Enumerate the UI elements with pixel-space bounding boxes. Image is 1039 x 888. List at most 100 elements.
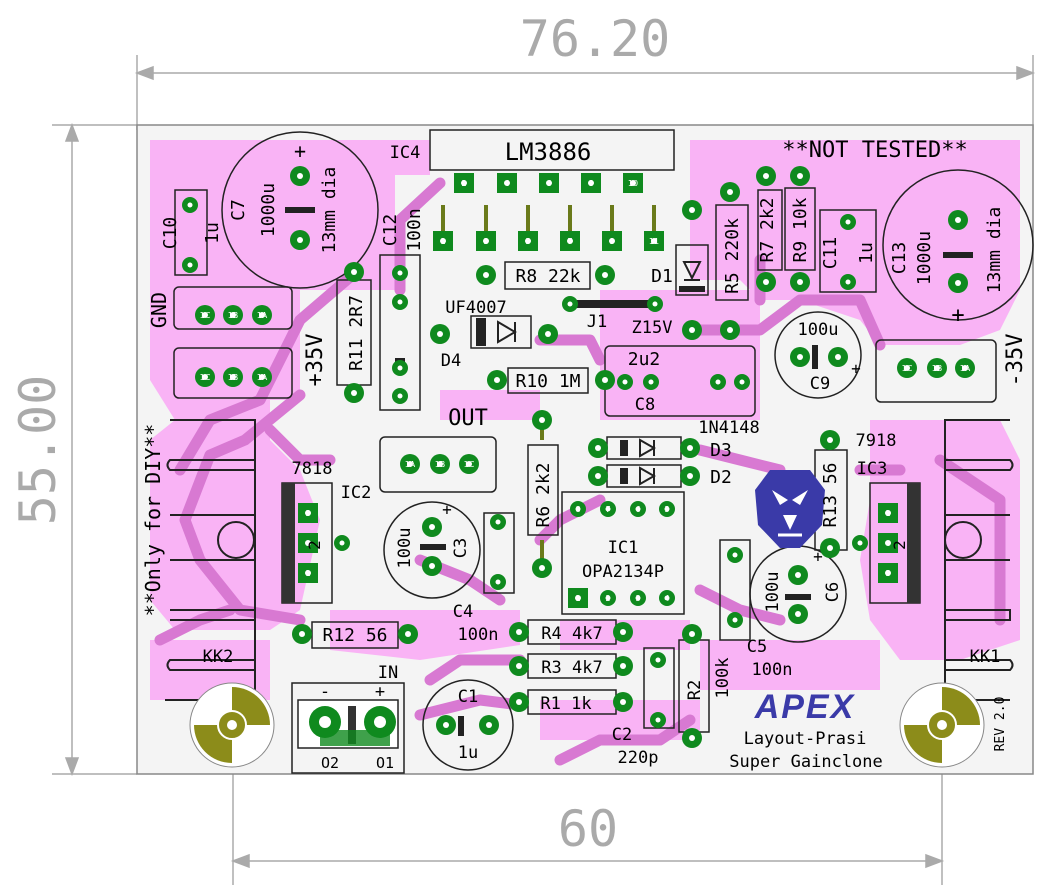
svg-text:1u: 1u	[202, 222, 223, 244]
svg-text:1: 1	[440, 237, 445, 246]
svg-text:2: 2	[461, 179, 466, 188]
svg-text:100u: 100u	[763, 572, 783, 613]
svg-text:IN: IN	[378, 663, 398, 683]
svg-text:C10: C10	[160, 217, 181, 250]
svg-text:2: 2	[605, 594, 610, 603]
svg-text:C2: C2	[612, 725, 632, 745]
svg-text:+: +	[951, 303, 964, 328]
svg-text:D1: D1	[651, 266, 673, 287]
dimension-top: 76.20	[520, 10, 671, 68]
svg-text:IC1: IC1	[608, 538, 639, 558]
svg-text:7: 7	[567, 237, 572, 246]
mount-hole-right	[899, 682, 985, 768]
svg-text:1A: 1A	[960, 364, 971, 373]
svg-text:R13 56: R13 56	[820, 462, 841, 527]
svg-text:1B: 1B	[228, 373, 239, 382]
svg-text:5: 5	[525, 237, 530, 246]
svg-text:2: 2	[890, 540, 909, 550]
svg-text:6: 6	[635, 505, 640, 514]
dimension-lines	[52, 55, 1036, 885]
apex-logo: APEX	[754, 688, 856, 726]
svg-text:C11: C11	[820, 237, 841, 270]
mount-hole-left	[189, 682, 275, 768]
svg-text:7: 7	[605, 505, 610, 514]
svg-text:1u: 1u	[458, 743, 478, 763]
svg-text:Layout-Prasi: Layout-Prasi	[744, 729, 867, 749]
svg-text:R4 4k7: R4 4k7	[541, 624, 602, 644]
svg-text:+: +	[442, 500, 452, 519]
svg-text:D3: D3	[710, 440, 732, 461]
ic3-heat-tab	[907, 483, 920, 603]
silkscreen-text: **NOT TESTED** IC4 LM3886 C7 1000u 13mm …	[141, 138, 1028, 772]
svg-text:GND: GND	[147, 292, 171, 328]
svg-text:R10 1M: R10 1M	[515, 371, 580, 392]
svg-text:4: 4	[504, 179, 509, 188]
dimension-left: 55.00	[9, 375, 67, 526]
diode-symbols	[497, 261, 702, 486]
svg-text:1: 1	[575, 594, 580, 603]
ic2-heat-tab	[282, 483, 295, 603]
svg-text:1000u: 1000u	[258, 183, 279, 237]
svg-text:Super Gainclone: Super Gainclone	[729, 752, 883, 772]
svg-text:1A: 1A	[405, 460, 416, 469]
svg-text:8: 8	[575, 505, 580, 514]
svg-text:-35V: -35V	[1003, 334, 1028, 387]
copper-traces	[154, 177, 1006, 766]
svg-text:7818: 7818	[292, 459, 333, 479]
svg-text:2u2: 2u2	[628, 349, 661, 370]
svg-text:3: 3	[305, 509, 310, 518]
svg-text:C5: C5	[747, 637, 767, 657]
ic4-ref: IC4	[390, 143, 421, 163]
svg-text:C4: C4	[453, 602, 473, 622]
svg-text:100u: 100u	[395, 528, 415, 569]
jumper-j1	[565, 300, 660, 308]
svg-text:4: 4	[664, 594, 669, 603]
svg-text:3: 3	[635, 594, 640, 603]
svg-text:1u: 1u	[856, 242, 877, 264]
svg-text:+35V: +35V	[303, 334, 328, 387]
svg-text:6: 6	[546, 179, 551, 188]
svg-text:+: +	[294, 139, 306, 163]
svg-text:R12 56: R12 56	[322, 625, 387, 646]
svg-text:10: 10	[628, 179, 638, 188]
svg-text:13mm dia: 13mm dia	[319, 167, 340, 254]
svg-text:R1 1k: R1 1k	[540, 694, 591, 714]
ic4-name: LM3886	[505, 138, 592, 166]
svg-text:1000u: 1000u	[914, 231, 935, 285]
svg-text:100n: 100n	[458, 625, 499, 645]
svg-text:C12: C12	[380, 214, 401, 247]
pin-labels: 2 4 6 8 10 1 3 5 7 9 11 8 7 6 5 1 2 3 4 …	[200, 179, 971, 603]
lion-logo	[755, 470, 825, 548]
svg-text:100k: 100k	[713, 658, 733, 699]
svg-text:C6: C6	[823, 582, 843, 602]
svg-text:1: 1	[885, 509, 890, 518]
dimension-bottom: 60	[558, 800, 618, 858]
svg-text:5: 5	[664, 505, 669, 514]
input-terminal	[297, 699, 399, 749]
svg-text:220p: 220p	[618, 748, 659, 768]
svg-text:13mm dia: 13mm dia	[984, 207, 1005, 294]
svg-text:3: 3	[483, 237, 488, 246]
svg-text:1C: 1C	[200, 373, 211, 382]
svg-text:**Only for DIY**: **Only for DIY**	[141, 424, 165, 617]
svg-text:REV 2.0: REV 2.0	[993, 697, 1008, 752]
svg-text:R9 10k: R9 10k	[790, 197, 811, 262]
svg-text:100u: 100u	[798, 320, 839, 340]
svg-text:O1: O1	[376, 754, 394, 772]
svg-text:R5 220k: R5 220k	[722, 218, 743, 294]
svg-text:1B: 1B	[435, 460, 446, 469]
svg-text:1N4148: 1N4148	[698, 418, 759, 438]
svg-text:1C: 1C	[200, 311, 211, 320]
svg-text:Z15V: Z15V	[632, 318, 673, 338]
svg-text:R2: R2	[685, 680, 705, 700]
svg-text:1C: 1C	[464, 460, 475, 469]
svg-text:9: 9	[609, 237, 614, 246]
svg-text:100n: 100n	[752, 660, 793, 680]
svg-text:R6 2k2: R6 2k2	[533, 462, 554, 527]
svg-text:KK1: KK1	[970, 647, 1001, 667]
svg-text:1C: 1C	[902, 364, 913, 373]
svg-text:3: 3	[885, 569, 890, 578]
svg-text:C1: C1	[458, 687, 478, 707]
note-not-tested: **NOT TESTED**	[782, 138, 967, 163]
